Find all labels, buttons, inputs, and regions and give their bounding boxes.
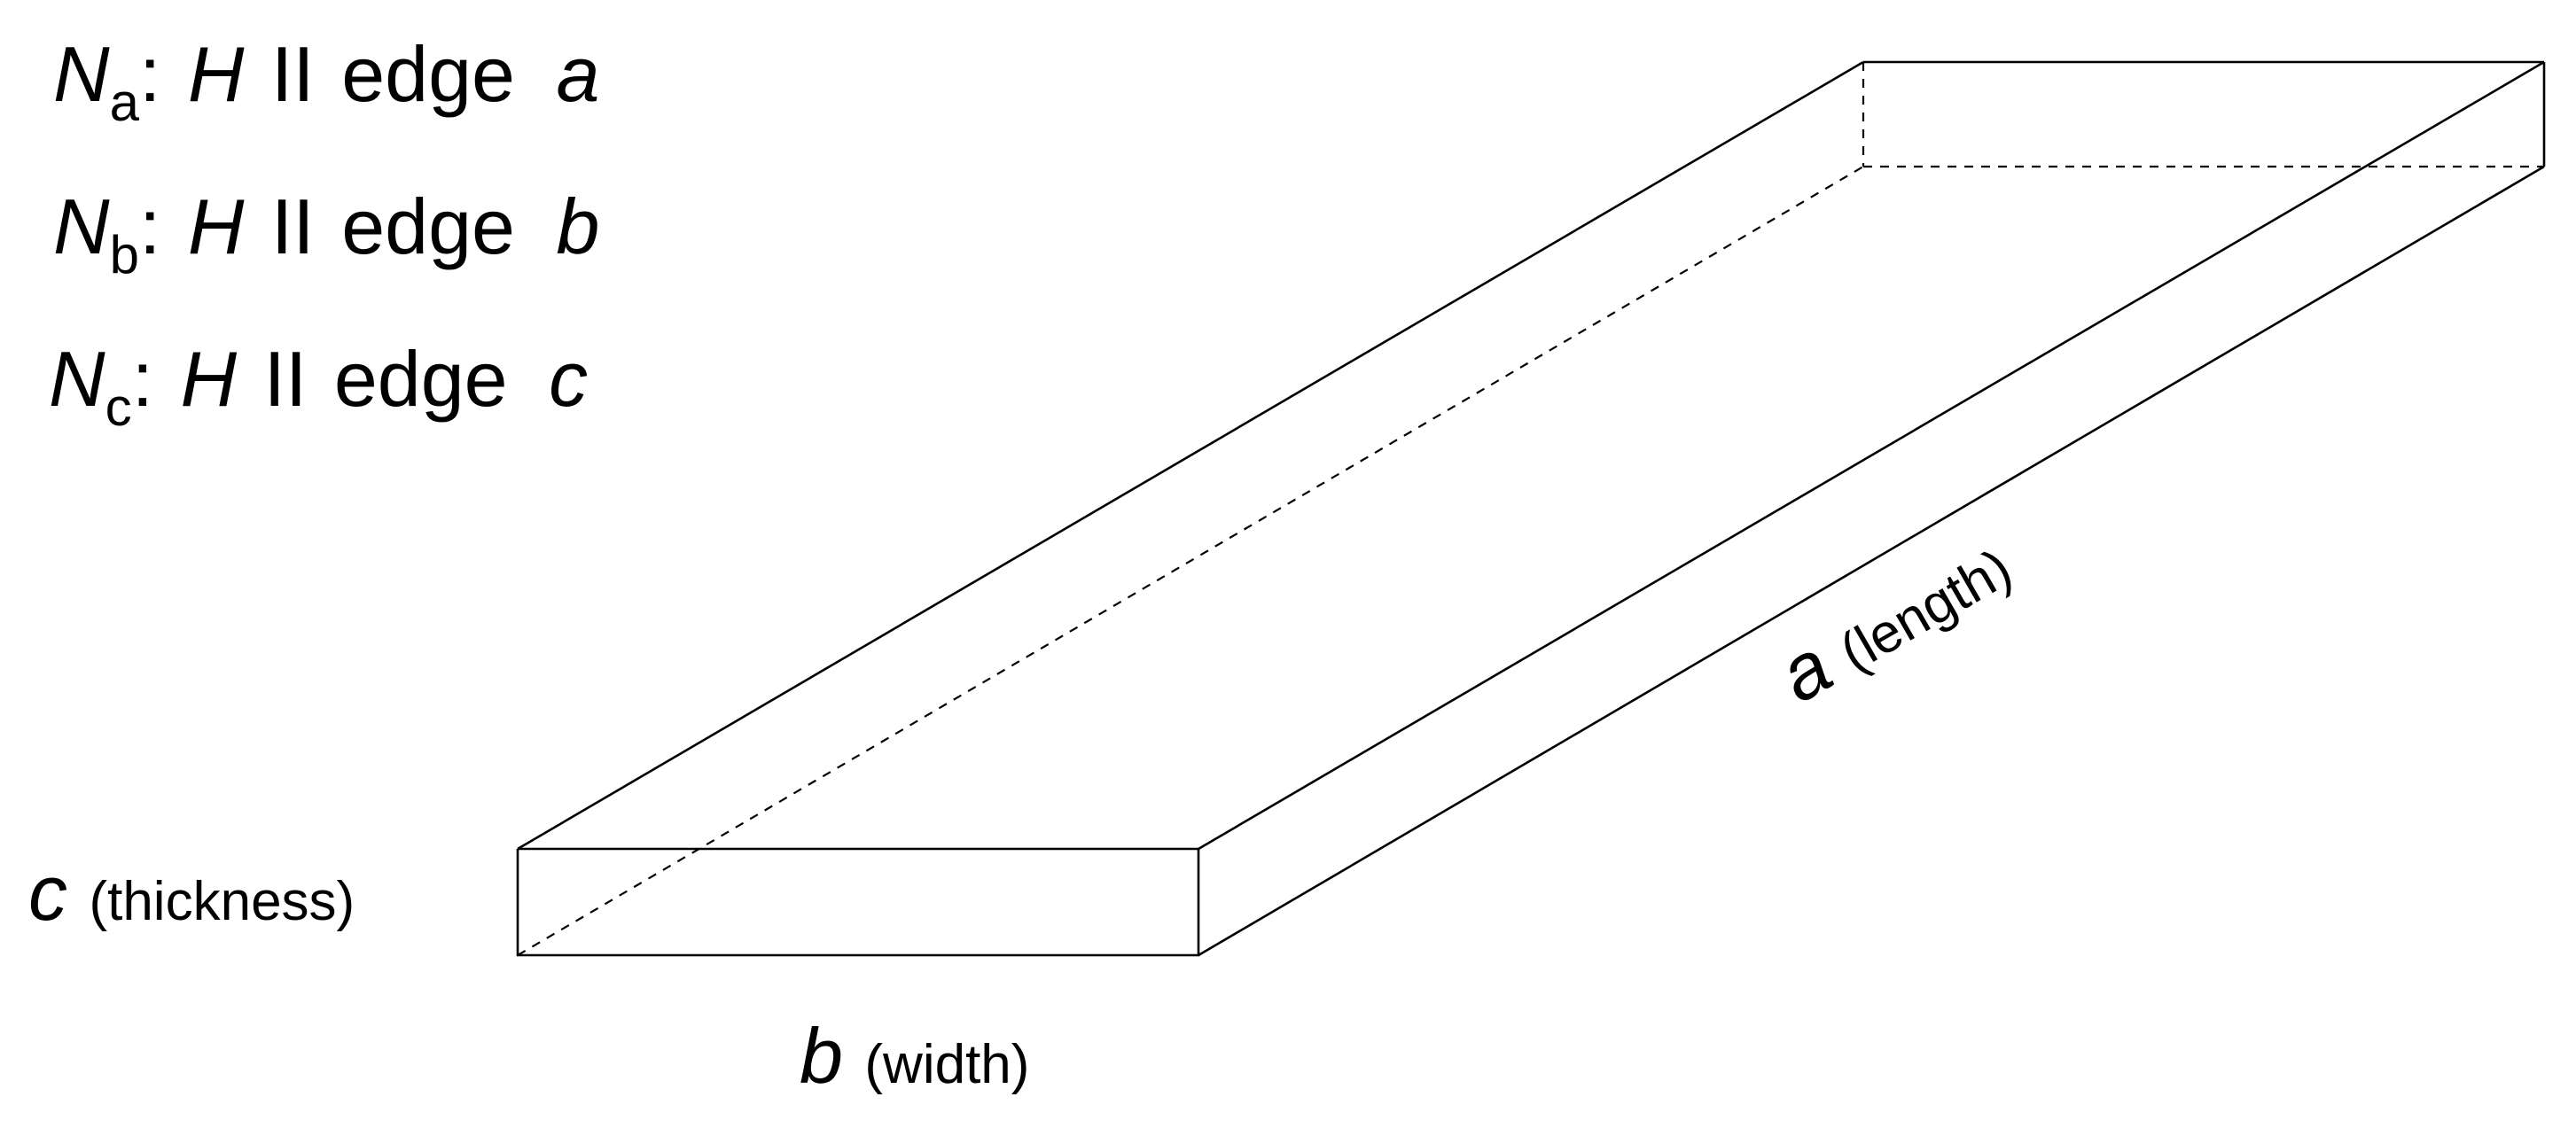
hidden-bottom-left-edge bbox=[517, 166, 1864, 956]
thickness-label: c (thickness) bbox=[28, 849, 355, 937]
slab-prism bbox=[516, 60, 2546, 957]
front-face bbox=[516, 847, 1200, 957]
top-right-edge bbox=[1198, 60, 2545, 851]
legend-item-a: Na: H II edge a bbox=[53, 30, 599, 132]
legend-item-c: Nc: H II edge c bbox=[49, 335, 588, 437]
top-left-edge bbox=[517, 60, 1864, 851]
width-label: b (width) bbox=[800, 1012, 1029, 1100]
legend-item-b: Nb: H II edge b bbox=[53, 183, 599, 284]
bottom-right-edge bbox=[1198, 165, 2545, 957]
legend: Na: H II edge a Nb: H II edge b Nc: H II… bbox=[49, 30, 599, 437]
